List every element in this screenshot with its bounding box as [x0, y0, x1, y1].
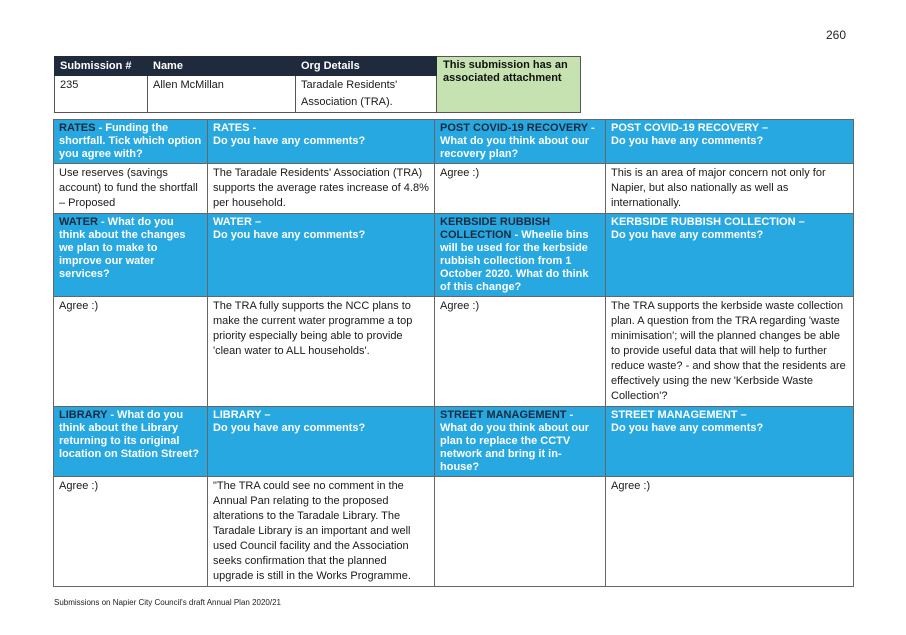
question-rates-comments: RATES - Do you have any comments?: [207, 119, 435, 164]
answer-street-cctv: [434, 476, 606, 587]
page-number: 260: [826, 28, 847, 42]
answer-kerbside-comments: The TRA supports the kerbside waste coll…: [605, 296, 854, 407]
org-line-2: Association (TRA).: [301, 96, 393, 108]
answer-library-location: Agree :): [53, 476, 208, 587]
answer-library-comments: "The TRA could see no comment in the Ann…: [207, 476, 435, 587]
answer-row-water-kerbside: Agree :) The TRA fully supports the NCC …: [53, 296, 854, 407]
answer-water-comments: The TRA fully supports the NCC plans to …: [207, 296, 435, 407]
header-submission-number: Submission #: [54, 56, 148, 76]
question-rates-funding: RATES - Funding the shortfall. Tick whic…: [53, 119, 208, 164]
answer-street-comments: Agree :): [605, 476, 854, 587]
answer-kerbside-change: Agree :): [434, 296, 606, 407]
submission-responses-table: RATES - Funding the shortfall. Tick whic…: [53, 119, 854, 587]
question-row-library-street: LIBRARY - What do you think about the Li…: [53, 406, 854, 477]
question-street-cctv: STREET MANAGEMENT - What do you think ab…: [434, 406, 606, 477]
answer-covid-comments: This is an area of major concern not onl…: [605, 163, 854, 214]
question-water-changes: WATER - What do you think about the chan…: [53, 213, 208, 297]
header-org-details: Org Details: [295, 56, 437, 76]
answer-rates-comments: The Taradale Residents' Association (TRA…: [207, 163, 435, 214]
question-library-comments: LIBRARY – Do you have any comments?: [207, 406, 435, 477]
question-water-comments: WATER – Do you have any comments?: [207, 213, 435, 297]
org-line-1: Taradale Residents': [301, 79, 398, 91]
question-row-rates-covid: RATES - Funding the shortfall. Tick whic…: [53, 119, 854, 164]
answer-water-changes: Agree :): [53, 296, 208, 407]
answer-row-rates-covid: Use reserves (savings account) to fund t…: [53, 163, 854, 214]
question-street-comments: STREET MANAGEMENT – Do you have any comm…: [605, 406, 854, 477]
question-covid-comments: POST COVID-19 RECOVERY – Do you have any…: [605, 119, 854, 164]
question-kerbside-comments: KERBSIDE RUBBISH COLLECTION – Do you hav…: [605, 213, 854, 297]
answer-rates-funding: Use reserves (savings account) to fund t…: [53, 163, 208, 214]
question-kerbside-change: KERBSIDE RUBBISH COLLECTION - Wheelie bi…: [434, 213, 606, 297]
attachment-note: This submission has an associated attach…: [436, 56, 581, 113]
submitter-name: Allen McMillan: [147, 75, 296, 113]
header-name: Name: [147, 56, 296, 76]
question-row-water-kerbside: WATER - What do you think about the chan…: [53, 213, 854, 297]
org-details: Taradale Residents' Association (TRA).: [295, 75, 437, 113]
question-library-location: LIBRARY - What do you think about the Li…: [53, 406, 208, 477]
answer-covid-recovery: Agree :): [434, 163, 606, 214]
question-covid-recovery: POST COVID-19 RECOVERY - What do you thi…: [434, 119, 606, 164]
page-footer: Submissions on Napier City Council's dra…: [54, 598, 281, 607]
submission-number: 235: [54, 75, 148, 113]
submission-header-table: Submission # Name Org Details This submi…: [54, 56, 581, 113]
answer-row-library-street: Agree :) "The TRA could see no comment i…: [53, 476, 854, 587]
